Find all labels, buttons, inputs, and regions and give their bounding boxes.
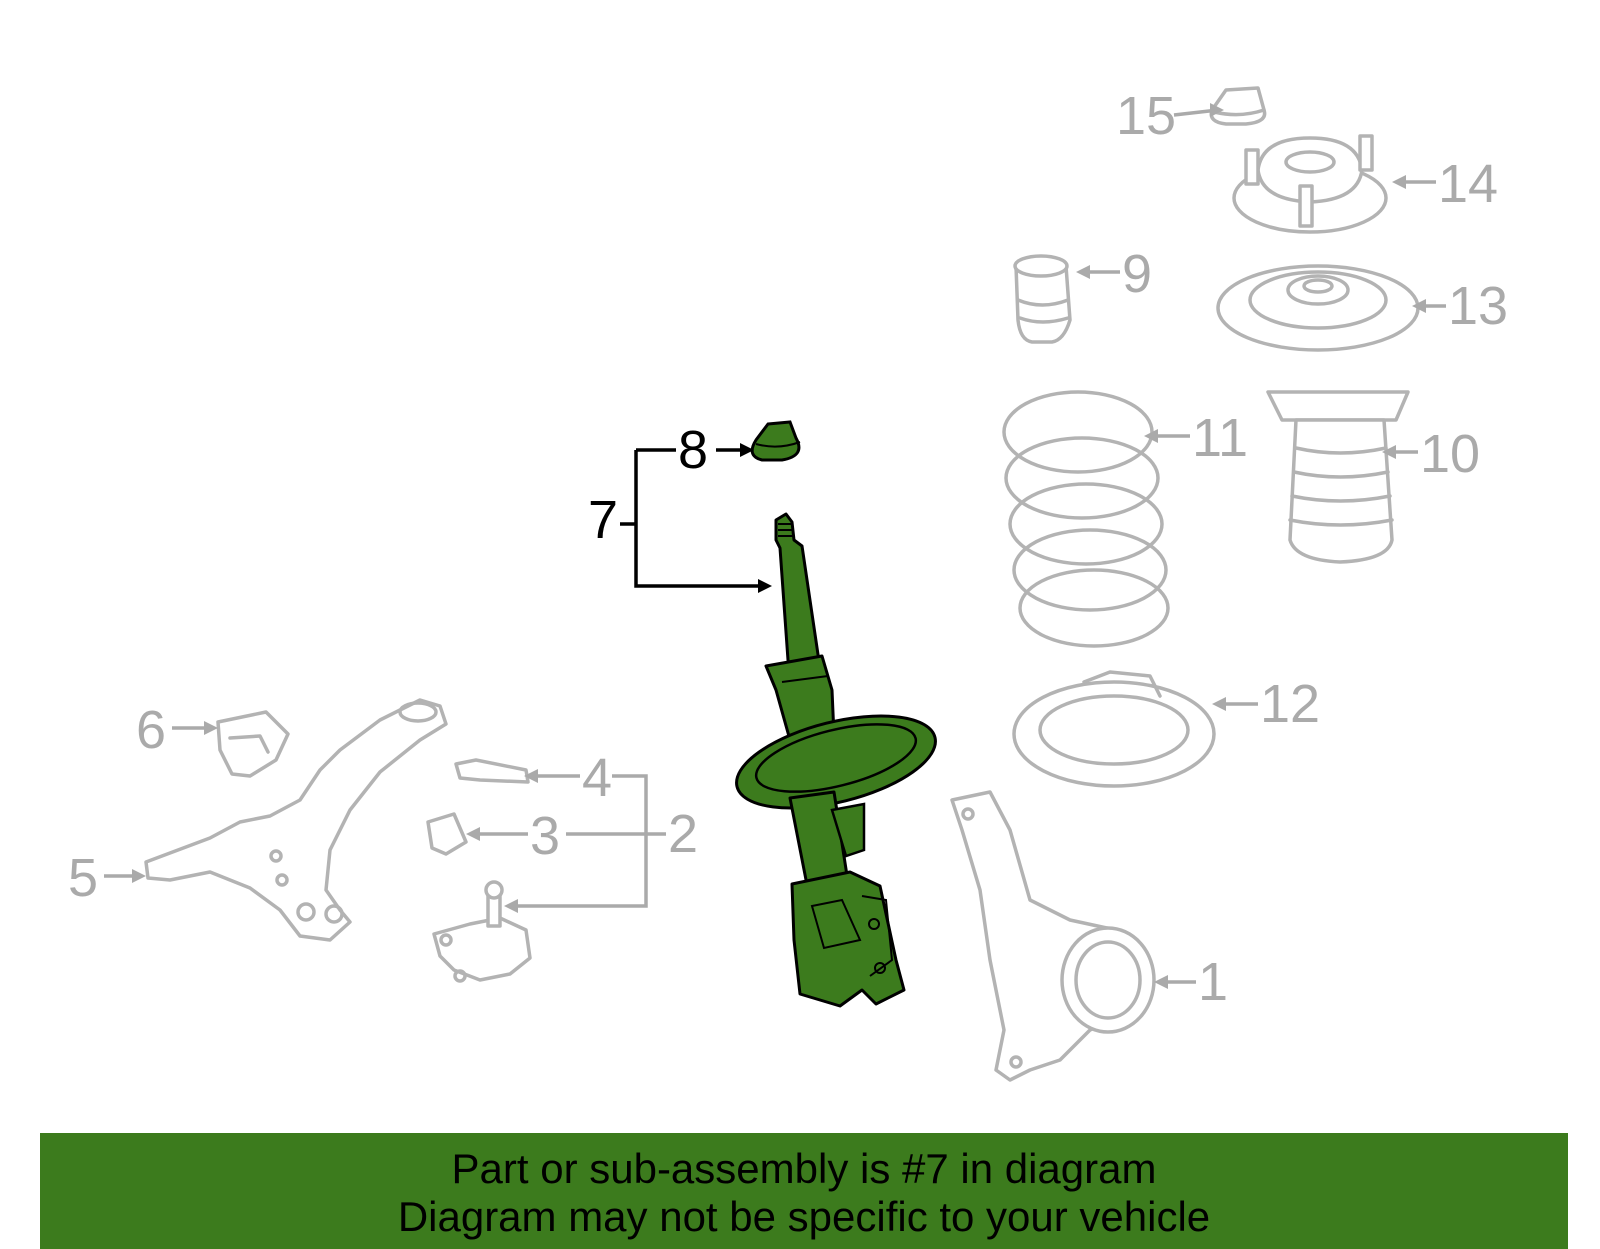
part-13-upper-spring-seat[interactable] [1216, 264, 1420, 352]
part-3-nut[interactable] [426, 812, 468, 856]
callout-13: 13 [1448, 276, 1508, 336]
part-14-strut-mount[interactable] [1232, 134, 1388, 234]
callout-12: 12 [1260, 674, 1320, 734]
callout-10: 10 [1420, 424, 1480, 484]
banner-line-1: Part or sub-assembly is #7 in diagram [451, 1145, 1157, 1192]
leader-lines-highlight [620, 443, 772, 593]
part-5-lower-control-arm[interactable] [144, 698, 448, 942]
callout-11: 11 [1192, 408, 1248, 468]
callout-4: 4 [582, 748, 612, 808]
callout-9: 9 [1122, 244, 1152, 304]
callout-5: 5 [68, 848, 98, 908]
part-2-ball-joint[interactable] [432, 880, 532, 983]
callout-8: 8 [678, 420, 708, 480]
callout-14: 14 [1438, 154, 1498, 214]
leader-lines [104, 103, 1446, 989]
callout-7: 7 [588, 490, 618, 550]
part-10-dust-boot[interactable] [1266, 390, 1410, 564]
part-7-strut-assembly[interactable] [727, 512, 944, 1008]
part-15-nut[interactable] [1209, 86, 1267, 126]
part-6-bracket[interactable] [216, 710, 290, 778]
callout-2: 2 [668, 804, 698, 864]
info-banner: Part or sub-assembly is #7 in diagram Di… [40, 1133, 1568, 1249]
part-9-bump-stop[interactable] [1013, 254, 1072, 344]
callout-3: 3 [530, 806, 560, 866]
part-4-bolt[interactable] [454, 758, 530, 784]
part-11-coil-spring[interactable] [1002, 390, 1170, 648]
part-1-steering-knuckle[interactable] [950, 790, 1156, 1082]
part-12-spring-insulator[interactable] [1012, 670, 1216, 788]
callout-6: 6 [136, 700, 166, 760]
part-8-strut-nut[interactable] [750, 420, 801, 462]
banner-line-2: Diagram may not be specific to your vehi… [397, 1193, 1211, 1240]
callout-15: 15 [1116, 86, 1176, 146]
callout-1: 1 [1198, 952, 1228, 1012]
